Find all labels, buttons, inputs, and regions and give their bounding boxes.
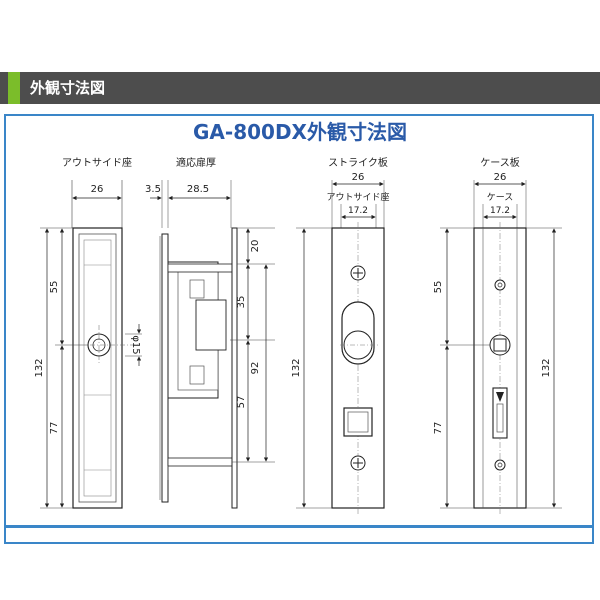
- side-view: 適応扉厚 3.5 28.5 20 35 92 57: [145, 156, 275, 509]
- case-height-dim: 132: [541, 358, 552, 377]
- outside-escutcheon-view: アウトサイド座 26 φ15 132 55 77: [34, 156, 142, 509]
- dim-20: 20: [250, 240, 261, 253]
- cylinder-hole-dim: φ15: [130, 335, 141, 354]
- case-inner-label: ケース: [487, 192, 514, 203]
- section-title: 外観寸法図: [30, 79, 106, 97]
- strike-height-dim: 132: [291, 358, 302, 377]
- strike-plate-label: ストライク板: [328, 156, 388, 169]
- section-header-bar: 外観寸法図: [0, 72, 600, 104]
- outside-height-dim: 132: [34, 358, 45, 377]
- strike-plate-view: ストライク板 26 アウトサイド座 17.2 132: [291, 156, 390, 514]
- header-accent-mark: [8, 72, 20, 104]
- dim-92: 92: [250, 362, 261, 375]
- case-width-dim: 26: [494, 172, 507, 183]
- depth-dim: 28.5: [187, 184, 209, 195]
- dim-35: 35: [236, 296, 247, 309]
- dim-57: 57: [236, 396, 247, 409]
- outside-lower-dim: 77: [49, 422, 60, 435]
- frame-bottom-rule: [4, 525, 594, 528]
- door-thickness-label: 適応扉厚: [176, 156, 216, 169]
- outside-upper-dim: 55: [49, 281, 60, 294]
- diagram-title: GA-800DX外観寸法図: [193, 120, 407, 144]
- case-plate-view: ケース板 26 ケース 17.2 55 77: [433, 156, 562, 514]
- case-plate-label: ケース板: [480, 156, 520, 169]
- plate-thickness-dim: 3.5: [145, 184, 161, 195]
- strike-inner-width-dim: 17.2: [348, 206, 368, 216]
- case-upper-dim: 55: [433, 281, 444, 294]
- outside-width-dim: 26: [91, 184, 104, 195]
- outside-view-label: アウトサイド座: [62, 156, 132, 169]
- strike-width-dim: 26: [352, 172, 365, 183]
- case-inner-width-dim: 17.2: [490, 206, 510, 216]
- strike-inner-label: アウトサイド座: [326, 191, 389, 203]
- case-lower-dim: 77: [433, 422, 444, 435]
